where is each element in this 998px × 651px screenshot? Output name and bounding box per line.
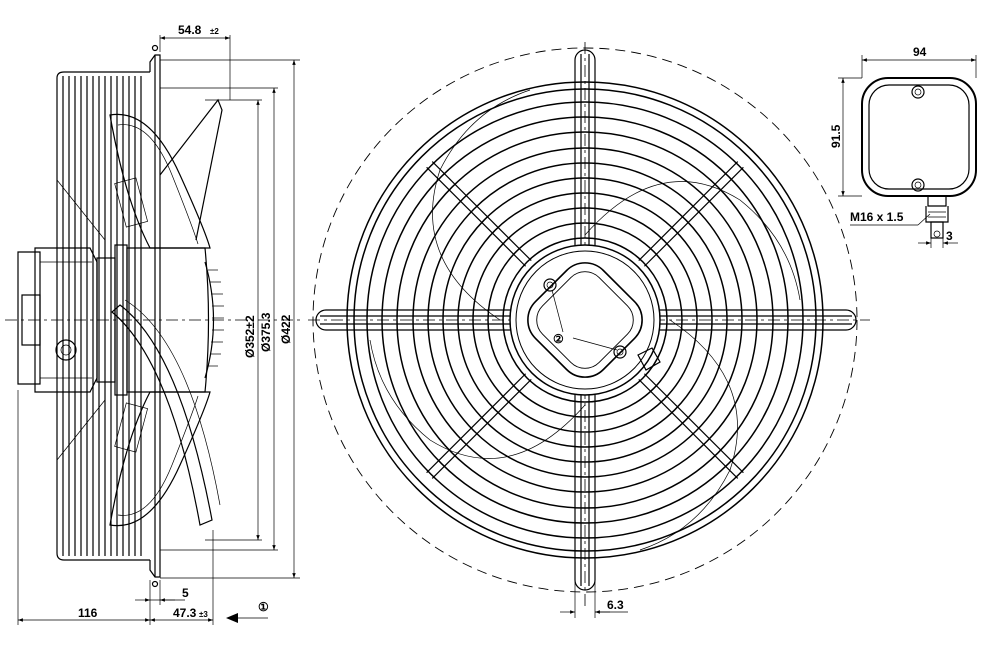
motor-housing	[17, 244, 128, 396]
terminal-box-detail	[838, 55, 977, 248]
terminal-box-front	[527, 262, 661, 378]
airflow-direction	[226, 613, 268, 623]
airflow-marker-label: ①	[258, 600, 269, 614]
outer-diameter-circle	[312, 47, 858, 593]
dim-5-label: 5	[182, 586, 189, 600]
blade-outlines	[369, 89, 801, 551]
dim-top-tolerance: ±2	[210, 27, 219, 36]
dim-bottom	[17, 390, 214, 625]
dim-6-3-label: 6.3	[607, 598, 624, 612]
terminal-box-height-label: 91.5	[829, 124, 843, 148]
thread-label: M16 x 1.5	[850, 210, 904, 224]
mounting-ring	[149, 44, 161, 588]
dim-d422-label: Ø422	[279, 314, 293, 344]
guard-rings	[346, 81, 824, 559]
dim-d352-label: Ø352±2	[243, 315, 257, 358]
guard-ribs	[56, 71, 150, 561]
side-view: 54.8 ±2 Ø352±2 Ø375.3 Ø422	[5, 23, 300, 625]
dim-47-tolerance: ±3	[199, 610, 208, 619]
dim-116-label: 116	[78, 606, 98, 620]
dim-top-label: 54.8	[178, 23, 202, 37]
terminal-box-dim-3-label: 3	[946, 229, 953, 243]
terminal-box-width-label: 94	[913, 45, 927, 59]
dim-diameters	[160, 59, 300, 579]
front-view: ② 6.3	[308, 42, 870, 618]
dim-47-label: 47.3	[173, 606, 197, 620]
blades	[109, 98, 223, 527]
marker-2-label: ②	[553, 332, 564, 346]
dim-6-3	[560, 580, 628, 618]
dim-54-8	[159, 35, 231, 100]
dim-d375-label: Ø375.3	[259, 312, 273, 352]
